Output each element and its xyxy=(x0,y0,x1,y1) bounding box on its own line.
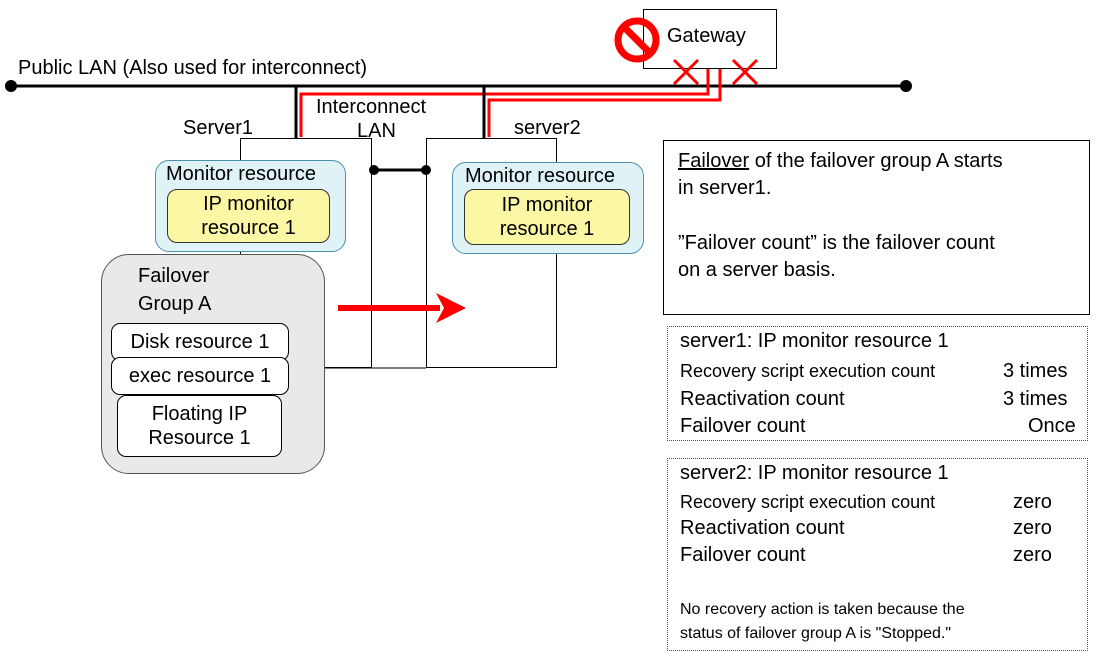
note-line1: Failover of the failover group A starts xyxy=(678,150,1003,172)
s2-row1-label: Recovery script execution count xyxy=(680,492,936,512)
server1-label: Server1 xyxy=(183,117,254,139)
server1-status-title: server1: IP monitor resource 1 xyxy=(680,330,949,352)
note-line4: on a server basis. xyxy=(678,259,836,281)
x-mark-icon xyxy=(731,58,759,86)
s1-row3-label: Failover count xyxy=(680,415,806,437)
server2-status-box xyxy=(667,458,1088,651)
s2-footer-line2: status of failover group A is "Stopped." xyxy=(680,625,952,642)
fip-line1: Floating IP xyxy=(151,403,248,425)
floating-ip-resource: Floating IP Resource 1 xyxy=(117,395,282,457)
interconnect-dot-right xyxy=(421,165,431,175)
s2-row2-value: zero xyxy=(1013,517,1052,539)
server2-monitor-title: Monitor resource xyxy=(465,165,616,187)
failover-term: Failover xyxy=(678,150,750,172)
description-box xyxy=(663,140,1090,315)
s1-row2-value: 3 times xyxy=(1003,388,1068,410)
s1-row3-value: Once xyxy=(1028,415,1076,437)
s2-row1-value: zero xyxy=(1013,491,1052,513)
server2-label: server2 xyxy=(514,117,581,139)
disk-resource: Disk resource 1 xyxy=(111,323,289,361)
s2-row3-value: zero xyxy=(1013,544,1052,566)
s2-row2-label: Reactivation count xyxy=(680,517,845,539)
gateway-box xyxy=(643,9,777,69)
server2-ip-monitor-line1: IP monitor xyxy=(501,194,593,216)
s2-row3-label: Failover count xyxy=(680,544,806,566)
server1-monitor-title: Monitor resource xyxy=(166,163,317,185)
interconnect-label-line1: Interconnect xyxy=(316,96,427,118)
s1-row1-label: Recovery script execution count xyxy=(680,361,936,381)
server1-ip-monitor-resource: IP monitor resource 1 xyxy=(167,189,330,243)
server1-ip-monitor-line1: IP monitor xyxy=(203,193,294,215)
group-label-line1: Failover xyxy=(138,265,210,287)
server1-red-route xyxy=(299,66,710,137)
interconnect-label-line2: LAN xyxy=(357,120,396,142)
group-label-line2: Group A xyxy=(138,293,212,315)
public-lan-label: Public LAN (Also used for interconnect) xyxy=(18,57,368,79)
s1-row1-value: 3 times xyxy=(1003,360,1068,382)
fip-line2: Resource 1 xyxy=(148,427,251,449)
gateway-label: Gateway xyxy=(667,25,746,47)
interconnect-dot-left xyxy=(369,165,379,175)
server2-status-title: server2: IP monitor resource 1 xyxy=(680,462,949,484)
note-line2: in server1. xyxy=(678,177,772,199)
server2-red-route xyxy=(487,66,722,137)
prohibited-icon xyxy=(614,17,660,63)
arrow-right-icon xyxy=(338,293,466,323)
lan-endpoint-left xyxy=(5,80,17,92)
server1-ip-monitor-line2: resource 1 xyxy=(201,217,296,239)
s2-footer-line1: No recovery action is taken because the xyxy=(680,601,965,618)
x-mark-icon xyxy=(672,58,700,86)
exec-resource: exec resource 1 xyxy=(111,357,289,395)
lan-endpoint-right xyxy=(900,80,912,92)
note-line3: ”Failover count” is the failover count xyxy=(678,232,995,254)
server1-status-box xyxy=(667,326,1088,441)
server2-ip-monitor-line2: resource 1 xyxy=(499,218,595,240)
server2-ip-monitor-resource: IP monitor resource 1 xyxy=(464,189,630,245)
s1-row2-label: Reactivation count xyxy=(680,388,845,410)
